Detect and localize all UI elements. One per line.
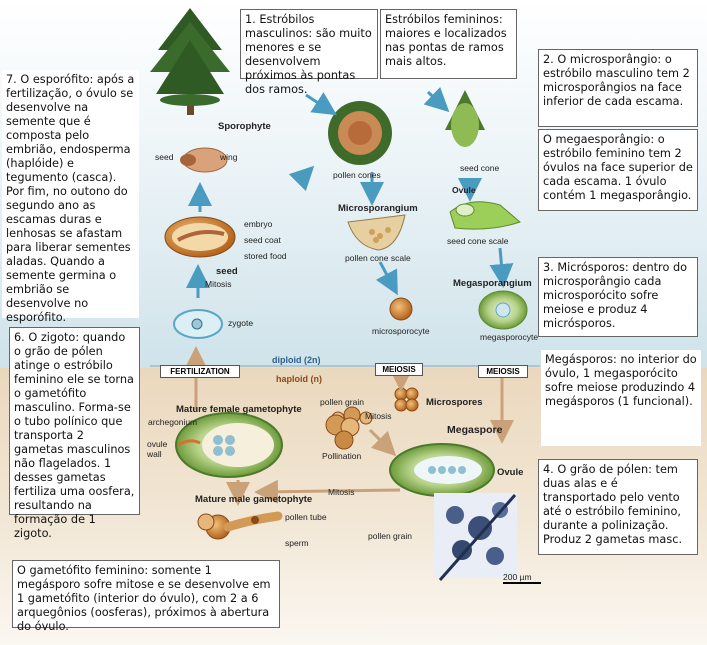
- pollen-cone-scale-label: pollen cone scale: [345, 253, 411, 263]
- pollen-grain-label-2: pollen grain: [368, 531, 412, 541]
- pollen-micrograph-image: [434, 493, 517, 581]
- pollination-label: Pollination: [322, 451, 362, 461]
- microsporangium-label: Microsporangium: [338, 203, 418, 214]
- pine-tree-icon: [150, 8, 230, 115]
- note-megaspores: Megásporos: no interior do óvulo, 1 mega…: [541, 350, 701, 446]
- cycle-arrows: [186, 86, 514, 298]
- winged-seed-icon: [180, 147, 228, 173]
- microsporocyte-icon: [389, 297, 413, 321]
- mature-female-gametophyte-label: Mature female gametophyte: [176, 404, 302, 415]
- pollinated-ovule-icon: [389, 443, 495, 497]
- pollen-grain-label-1: pollen grain: [320, 397, 364, 407]
- scale-bar: [503, 582, 541, 584]
- meiosis-box-1: MEIOSIS: [375, 363, 423, 376]
- wing-label: wing: [220, 152, 238, 162]
- male-gametophyte-icon: [197, 511, 283, 540]
- pollen-cone-icon: [328, 101, 392, 165]
- seed-section-icon: [164, 216, 236, 258]
- archegonium-label: archegonium: [148, 417, 198, 427]
- note-zygote: 6. O zigoto: quando o grão de pólen atin…: [9, 327, 140, 540]
- haploid-label: haploid (n): [276, 374, 322, 384]
- mature-male-gametophyte-label: Mature male gametophyte: [195, 494, 313, 505]
- mitosis-label-2: Mitosis: [365, 411, 392, 421]
- embryo-label: embryo: [244, 219, 273, 229]
- note-microstrobili: 1. Estróbilos masculinos: são muito meno…: [240, 9, 378, 96]
- note-female-gametophyte: O gametófito feminino: somente 1 megáspo…: [12, 560, 280, 633]
- megasporangium-icon: [478, 290, 528, 330]
- seed-label: seed: [155, 152, 174, 162]
- note-pollen: 4. O grão de pólen: tem duas alas e é tr…: [538, 459, 698, 555]
- zygote-label: zygote: [228, 318, 254, 328]
- note-microsporangium: 2. O microsporângio: o estróbilo masculi…: [538, 49, 698, 127]
- note-microspores: 3. Micrósporos: dentro do microsporângio…: [538, 257, 698, 337]
- megasporocyte-label: megasporocyte: [480, 332, 539, 342]
- megasporangium-label: Megasporangium: [453, 278, 532, 289]
- mitosis-label-1: Mitosis: [205, 279, 232, 289]
- zygote-icon: [173, 309, 223, 339]
- mitosis-label-3: Mitosis: [328, 487, 355, 497]
- scale-bar-label: 200 µm: [503, 572, 532, 582]
- megaspore-label: Megaspore: [447, 424, 503, 436]
- pollen-tube-label: pollen tube: [285, 512, 327, 522]
- ovule-label: Ovule: [497, 467, 524, 478]
- sperm-label: sperm: [285, 538, 309, 548]
- diploid-label: diploid (2n): [272, 355, 321, 365]
- note-megastrobili: Estróbilos femininos: maiores e localiza…: [380, 9, 517, 79]
- ovule-wall-label: ovule wall: [147, 439, 168, 459]
- meiosis-box-2: MEIOSIS: [478, 365, 528, 378]
- seed-coat-label: seed coat: [244, 235, 281, 245]
- microspores-label: Microspores: [426, 397, 483, 408]
- seed-cone-scale-label: seed cone scale: [447, 236, 509, 246]
- note-sporophyte: 7. O esporófito: após a fertilização, o …: [2, 70, 139, 324]
- pollen-cones-label: pollen cones: [333, 170, 381, 180]
- stored-food-label: stored food: [244, 251, 287, 261]
- seed-cone-label: seed cone: [460, 163, 500, 173]
- seed-bold-label: seed: [216, 266, 238, 277]
- seed-cone-scale-icon: [449, 201, 522, 230]
- haploid-arrows: [184, 346, 514, 506]
- sporophyte-label: Sporophyte: [218, 121, 271, 132]
- note-megasporangium: O megaesporângio: o estróbilo feminino t…: [538, 129, 698, 211]
- microsporocyte-label: microsporocyte: [372, 326, 430, 336]
- ovule-top-label: Ovule: [452, 185, 476, 195]
- microsporangium-scale-icon: [347, 214, 406, 251]
- fertilization-box: FERTILIZATION: [160, 365, 240, 378]
- microspores-icon: [394, 387, 419, 412]
- mature-female-gametophyte-icon: [175, 412, 283, 478]
- pollen-cluster-icon: [325, 414, 360, 450]
- seed-cone-icon: [445, 90, 485, 147]
